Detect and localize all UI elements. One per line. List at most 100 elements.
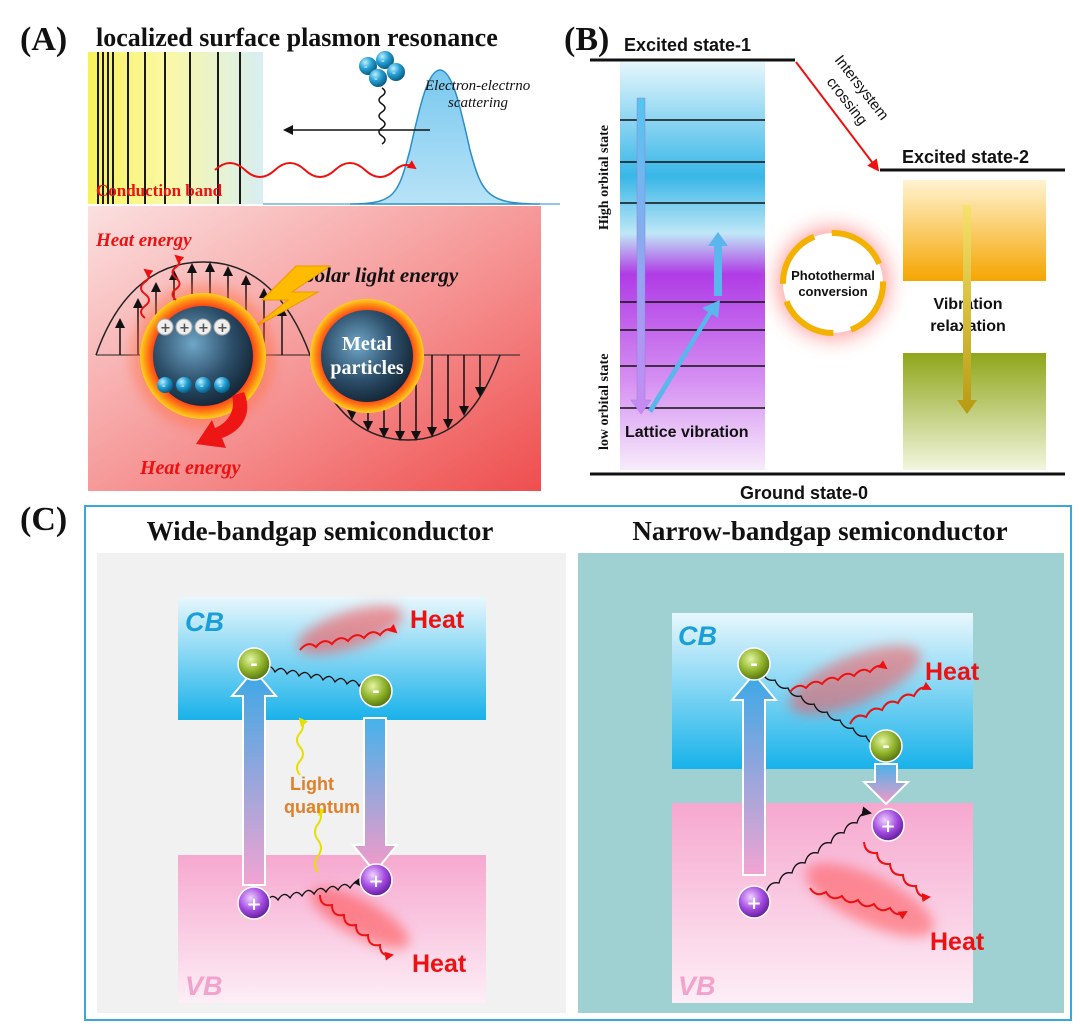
heat-squiggle-1 — [140, 268, 154, 319]
plasmon-wave — [214, 160, 417, 178]
narrow-heat-bottom: Heat — [930, 928, 985, 956]
light-label-1: Light — [290, 774, 334, 794]
narrow-title: Narrow-bandgap semiconductor — [632, 516, 1007, 546]
intersystem-arrow — [795, 61, 880, 172]
wide-electron-1-sign: - — [250, 654, 257, 675]
svg-text:-: - — [181, 381, 185, 392]
metal-sphere-right — [321, 310, 413, 402]
wide-electron-2-sign: - — [372, 681, 379, 702]
wide-up-arrow — [229, 668, 279, 886]
wide-hole-2-sign: + — [368, 871, 383, 892]
panel-c-label: (C) — [20, 501, 67, 538]
lightning-bolt-icon — [249, 265, 332, 331]
excited-state-1: Excited state-1 — [624, 35, 751, 55]
narrow-cb-label: CB — [678, 621, 717, 651]
positive-charges: + + + + — [156, 318, 231, 336]
narrow-hole-path — [765, 806, 872, 894]
wide-heat-glow-bottom — [310, 887, 410, 949]
wide-heat-bottom: Heat — [412, 950, 467, 978]
electron-cluster: - - - - — [359, 51, 405, 87]
light-label-2: quantum — [284, 797, 360, 817]
narrow-electron-path — [761, 671, 881, 751]
conduction-band-label: Conduction band — [96, 181, 223, 200]
narrow-heat-arrow-4 — [809, 887, 908, 920]
excited-state-2: Excited state-2 — [902, 147, 1029, 167]
svg-text:-: - — [392, 68, 396, 79]
heat-curved-arrow — [196, 392, 248, 448]
wide-heat-top: Heat — [410, 606, 465, 634]
narrow-electron-1-sign: - — [750, 654, 757, 675]
wide-hole-1-sign: + — [246, 894, 261, 915]
light-quantum-wave-up — [296, 717, 308, 776]
narrow-hole-1-sign: + — [746, 893, 761, 914]
resonance-peak — [349, 69, 541, 205]
scattering-spring — [378, 87, 386, 145]
heat-squiggle-2 — [171, 254, 185, 301]
narrow-heat-glow-top — [789, 645, 921, 715]
panel-b-label: (B) — [564, 21, 609, 58]
conduction-band-region — [88, 52, 263, 204]
wide-title: Wide-bandgap semiconductor — [147, 516, 494, 546]
wide-heat-arrow-bottom — [319, 894, 394, 961]
wide-hole-1 — [237, 886, 271, 920]
svg-text:-: - — [162, 381, 166, 392]
narrow-hole-2 — [871, 808, 905, 842]
svg-text:-: - — [219, 381, 223, 392]
narrow-up-arrow — [729, 672, 779, 876]
wide-electron-path — [262, 665, 372, 690]
photothermal-label-2: conversion — [798, 284, 867, 299]
scattering-label-1: Electron-electrno — [424, 78, 531, 94]
narrow-heat-arrow-1 — [789, 660, 888, 693]
conduction-band-lines — [97, 52, 241, 204]
panel-c: (C) Wide-bandgap semiconductor CB VB Lig… — [20, 501, 1072, 1021]
photothermal-label-1: Photothermal — [791, 268, 875, 283]
narrow-vb-label: VB — [678, 971, 716, 1001]
svg-text:-: - — [364, 62, 368, 73]
panel-a-title: localized surface plasmon resonance — [96, 23, 498, 52]
panel-c-frame — [84, 505, 1072, 1021]
narrow-electron-2 — [869, 729, 903, 763]
heat-energy-top: Heat energy — [95, 230, 192, 251]
photothermal-ring — [780, 230, 886, 336]
panel-b: (B) Excited state-1 Intersystem crossing… — [564, 21, 1065, 503]
heat-energy-bottom: Heat energy — [139, 457, 241, 479]
svg-text:+: + — [198, 321, 209, 336]
upward-arrow-small — [708, 232, 728, 296]
narrow-down-arrow — [861, 763, 911, 806]
svg-text:-: - — [374, 74, 378, 85]
narrow-electron-1 — [737, 647, 771, 681]
wide-vb-band — [178, 855, 486, 1003]
narrow-heat-arrow-2 — [849, 681, 932, 725]
ground-state: Ground state-0 — [740, 483, 868, 503]
panel-a-label: (A) — [20, 21, 67, 58]
metal-label-1: Metal — [342, 333, 392, 355]
negative-charges: - - - - — [157, 377, 230, 393]
narrow-vb-band — [672, 803, 973, 1003]
excited-state-2-band — [903, 180, 1046, 281]
high-orbital-state: High orbital state — [597, 125, 612, 230]
narrow-hole-2-sign: + — [880, 816, 895, 837]
svg-text:+: + — [179, 321, 190, 336]
metal-label-2: particles — [330, 357, 404, 379]
diagonal-excitation-arrow — [648, 300, 720, 413]
wide-cb-label: CB — [185, 607, 224, 637]
wide-vb-label: VB — [185, 971, 223, 1001]
wide-hole-2 — [359, 863, 393, 897]
panel-a: (A) localized surface plasmon resonance … — [20, 21, 560, 491]
wide-electron-1 — [237, 647, 271, 681]
narrow-hole-1 — [737, 885, 771, 919]
wide-electron-2 — [359, 674, 393, 708]
scattering-label-2: scattering — [448, 95, 508, 111]
wide-hole-path — [265, 876, 364, 903]
wide-heat-arrow-top — [299, 624, 398, 651]
narrow-heat-top: Heat — [925, 658, 980, 686]
downward-relaxation-arrow — [630, 97, 652, 415]
vibration-arrow — [957, 205, 977, 414]
svg-text:-: - — [381, 56, 385, 67]
narrow-electron-2-sign: - — [882, 736, 889, 757]
svg-text:-: - — [200, 381, 204, 392]
wide-down-arrow — [350, 717, 400, 874]
lattice-vibration: Lattice vibration — [625, 424, 749, 441]
narrow-heat-arrow-3 — [863, 841, 931, 903]
